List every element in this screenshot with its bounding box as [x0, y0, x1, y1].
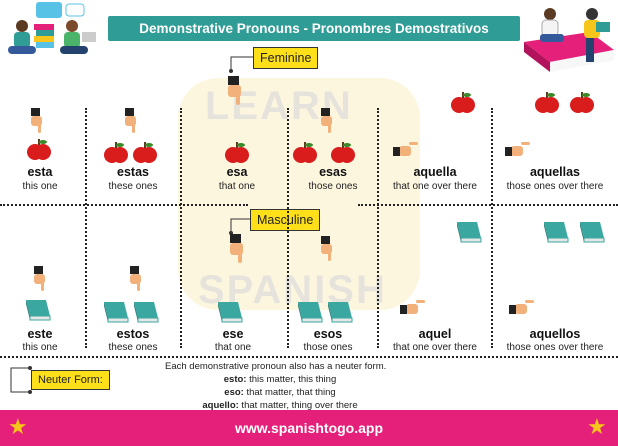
- pronoun-word: esa: [226, 165, 248, 179]
- pointing-hand-side-icon: [393, 142, 418, 156]
- pronoun-word: aquel: [418, 327, 452, 341]
- pronoun-translation: this one: [22, 342, 58, 353]
- book-icon: [544, 222, 569, 243]
- pronoun-word: esas: [319, 165, 347, 179]
- page-title: Demonstrative Pronouns - Pronombres Demo…: [139, 21, 489, 36]
- book-icon: [298, 302, 323, 323]
- book-icon: [26, 300, 51, 321]
- pronoun-word: aquellas: [529, 165, 581, 179]
- neuter-tag-bracket: [10, 366, 32, 394]
- title-bar: [108, 16, 520, 41]
- apple-icon: [570, 92, 594, 113]
- masculine-tag: Masculine: [250, 209, 321, 231]
- pronoun-translation: these ones: [108, 342, 158, 353]
- pronoun-translation: these ones: [108, 181, 158, 192]
- feminine-tag: Feminine: [253, 47, 319, 69]
- pronoun-translation: those ones over there: [506, 181, 604, 192]
- pointing-hand-icon: [228, 76, 241, 105]
- pronoun-translation: this one: [22, 181, 58, 192]
- book-icon: [134, 302, 159, 323]
- apple-icon: [225, 142, 249, 163]
- feminine-tag-connector: [229, 56, 253, 73]
- footer-url[interactable]: www.spanishtogo.app: [234, 420, 384, 436]
- apple-icon: [27, 139, 51, 160]
- masculine-tag-connector: [229, 218, 251, 235]
- star-icon: ★: [587, 414, 607, 439]
- neuter-intro: Each demonstrative pronoun also has a ne…: [165, 361, 387, 372]
- column-divider-5: [491, 108, 493, 348]
- pronoun-word: estas: [117, 165, 149, 179]
- row-divider-right: [358, 204, 618, 206]
- apple-icon: [133, 142, 157, 163]
- pronoun-translation: that one: [214, 342, 252, 353]
- pronoun-word: ese: [222, 327, 244, 341]
- pointing-hand-icon: [230, 234, 243, 263]
- students-illustration-right: [524, 8, 614, 72]
- pointing-hand-side-icon: [509, 300, 534, 314]
- column-divider-2: [180, 108, 182, 348]
- star-icon: ★: [8, 414, 28, 439]
- book-icon: [328, 302, 353, 323]
- pronoun-word: esta: [27, 165, 53, 179]
- row-divider-left: [0, 204, 248, 206]
- pointing-hand-icon: [31, 108, 42, 133]
- section-divider: [0, 356, 618, 358]
- book-icon: [580, 222, 605, 243]
- neuter-item: aquello: that matter, thing over there: [202, 400, 358, 411]
- students-illustration-left: [8, 2, 96, 54]
- apple-icon: [293, 142, 317, 163]
- column-divider-4: [377, 108, 379, 348]
- pointing-hand-icon: [321, 108, 332, 133]
- neuter-item: eso: that matter, that thing: [224, 387, 336, 398]
- book-icon: [457, 222, 482, 243]
- column-divider-3: [287, 108, 289, 348]
- pronoun-translation: that one over there: [393, 181, 477, 192]
- pronoun-word: aquella: [413, 165, 457, 179]
- neuter-item: esto: this matter, this thing: [223, 374, 337, 385]
- pronoun-word: esos: [313, 327, 343, 341]
- pronoun-word: aquellos: [529, 327, 581, 341]
- pointing-hand-icon: [130, 266, 141, 291]
- neuter-tag: Neuter Form:: [31, 370, 110, 390]
- apple-icon: [535, 92, 559, 113]
- column-divider-1: [85, 108, 87, 348]
- pronoun-translation: that one: [218, 181, 256, 192]
- pointing-hand-side-icon: [505, 142, 530, 156]
- watermark-panel: [178, 78, 420, 310]
- book-icon: [104, 302, 129, 323]
- pronoun-translation: that one over there: [393, 342, 477, 353]
- apple-icon: [331, 142, 355, 163]
- footer-bar: [0, 410, 618, 446]
- pronoun-translation: those ones over there: [506, 342, 604, 353]
- pronoun-translation: those ones: [308, 181, 358, 192]
- apple-icon: [451, 92, 475, 113]
- pointing-hand-icon: [125, 108, 136, 133]
- book-icon: [218, 302, 243, 323]
- pronoun-word: estos: [116, 327, 150, 341]
- pronoun-word: este: [27, 327, 53, 341]
- pointing-hand-icon: [34, 266, 45, 291]
- apple-icon: [104, 142, 128, 163]
- pronoun-translation: those ones: [303, 342, 353, 353]
- pointing-hand-side-icon: [400, 300, 425, 314]
- pointing-hand-icon: [321, 236, 332, 261]
